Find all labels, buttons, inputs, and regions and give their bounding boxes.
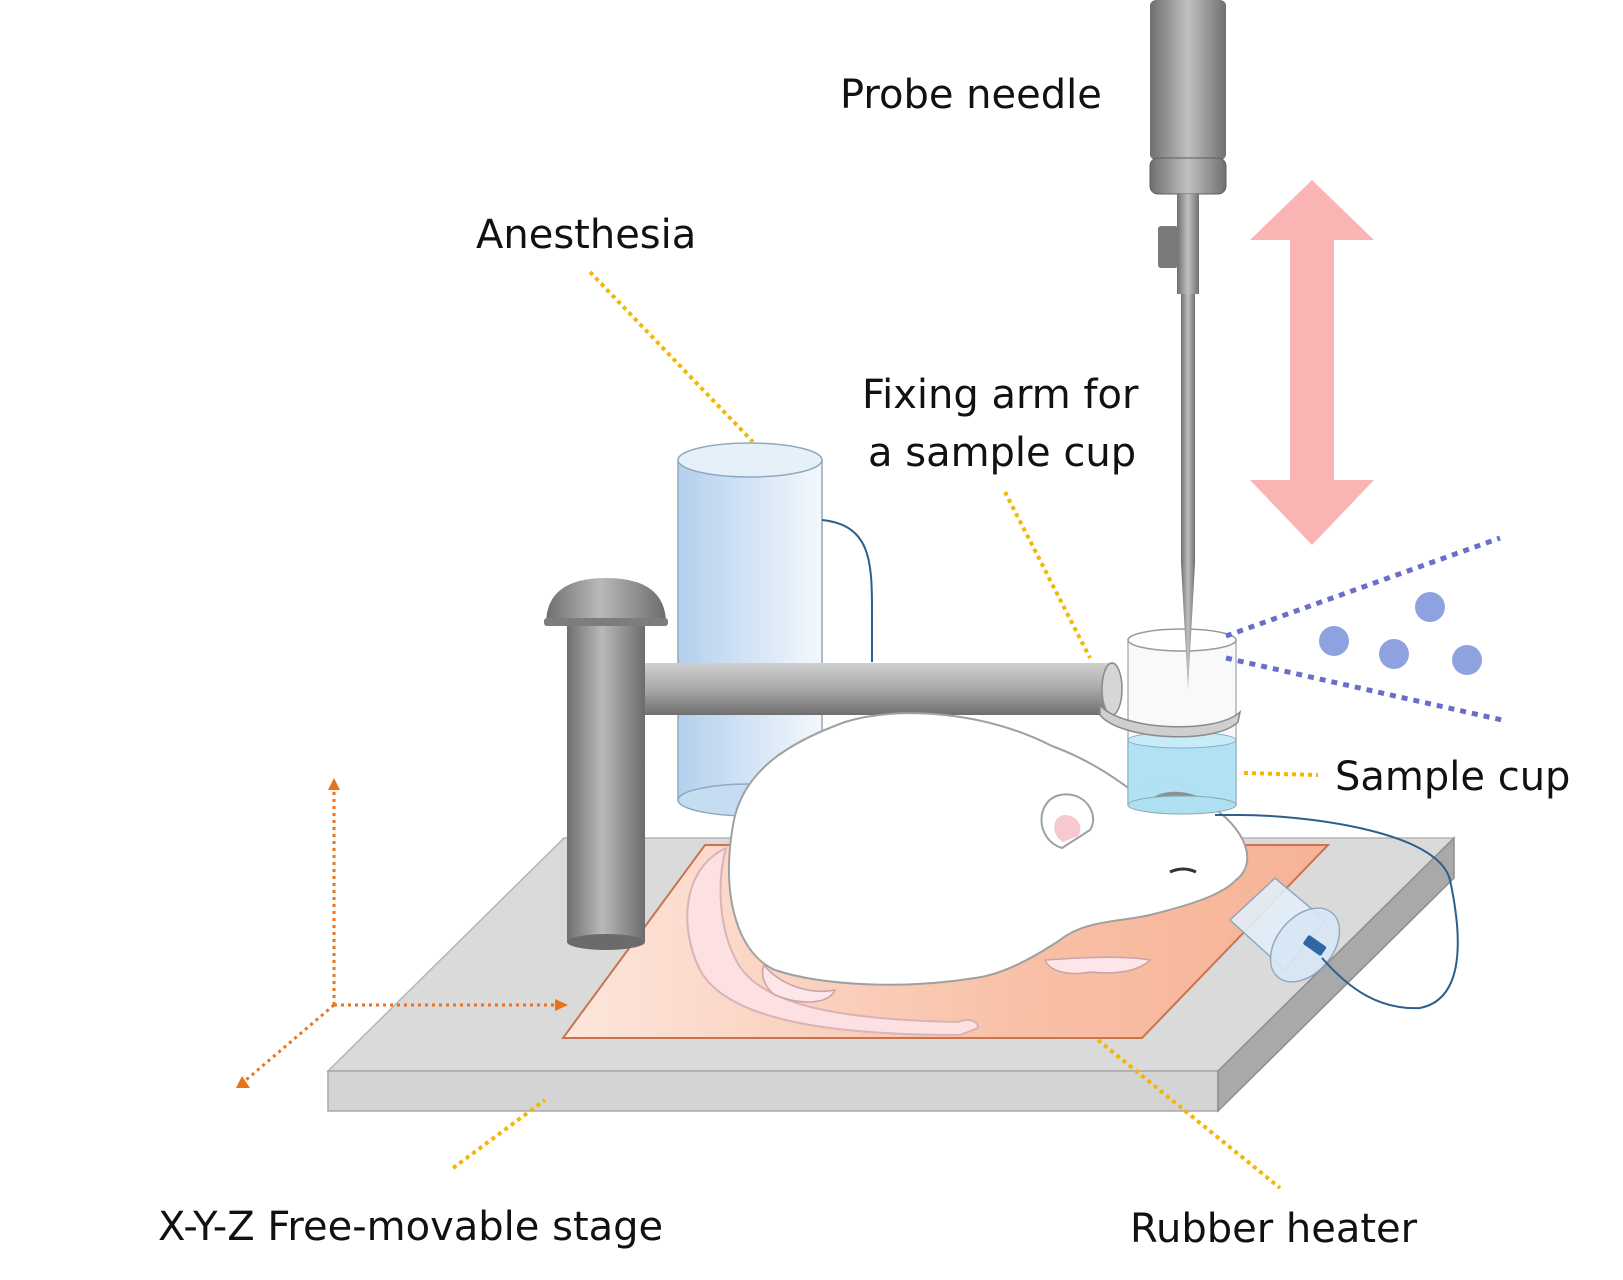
mouse-body bbox=[728, 712, 1249, 986]
leader-anesthesia bbox=[588, 270, 755, 444]
leader-fixing-arm bbox=[1003, 491, 1092, 659]
ion-dot bbox=[1319, 626, 1349, 656]
ion-dot bbox=[1415, 592, 1445, 622]
anesthesia-tubing bbox=[821, 519, 873, 662]
leader-rubber-heater bbox=[1096, 1038, 1282, 1190]
stage-side-face bbox=[1217, 836, 1455, 1113]
ion-dot bbox=[1379, 639, 1409, 669]
label-sample-cup: Sample cup bbox=[1335, 754, 1570, 800]
mouse-ear-inner bbox=[1054, 815, 1081, 842]
z-axis-arrowhead bbox=[328, 778, 340, 790]
stage-front-face bbox=[327, 1070, 1219, 1112]
anesthesia-mask bbox=[1228, 876, 1341, 983]
probe-needle bbox=[1149, 0, 1227, 690]
support-post bbox=[544, 578, 668, 950]
mouse-eye bbox=[1169, 867, 1197, 874]
label-probe-needle: Probe needle bbox=[840, 72, 1102, 118]
label-anesthesia: Anesthesia bbox=[476, 212, 696, 258]
mouse bbox=[686, 712, 1249, 1037]
label-fixing-arm-line1: Fixing arm for bbox=[862, 372, 1139, 418]
sample-cup bbox=[1099, 628, 1242, 815]
mouse-front-paw bbox=[1043, 956, 1152, 975]
x-axis-arrowhead bbox=[555, 999, 568, 1011]
leader-sample-cup bbox=[1243, 771, 1319, 777]
vertical-motion-arrow bbox=[1250, 180, 1374, 545]
mouse-tail bbox=[686, 846, 980, 1037]
ion-emission bbox=[1225, 535, 1503, 723]
mask-tubing bbox=[1215, 814, 1459, 1010]
fixing-arm bbox=[645, 662, 1123, 716]
label-fixing-arm-line2: a sample cup bbox=[868, 430, 1136, 476]
y-axis-arrowhead bbox=[236, 1076, 250, 1088]
label-stage: X-Y-Z Free-movable stage bbox=[158, 1204, 663, 1250]
leader-lines bbox=[451, 270, 1319, 1190]
xyz-axes bbox=[245, 790, 555, 1082]
leader-stage bbox=[451, 1098, 547, 1170]
label-rubber-heater: Rubber heater bbox=[1130, 1206, 1418, 1252]
ion-dot bbox=[1452, 645, 1482, 675]
mouse-hind-paw bbox=[761, 963, 837, 1003]
